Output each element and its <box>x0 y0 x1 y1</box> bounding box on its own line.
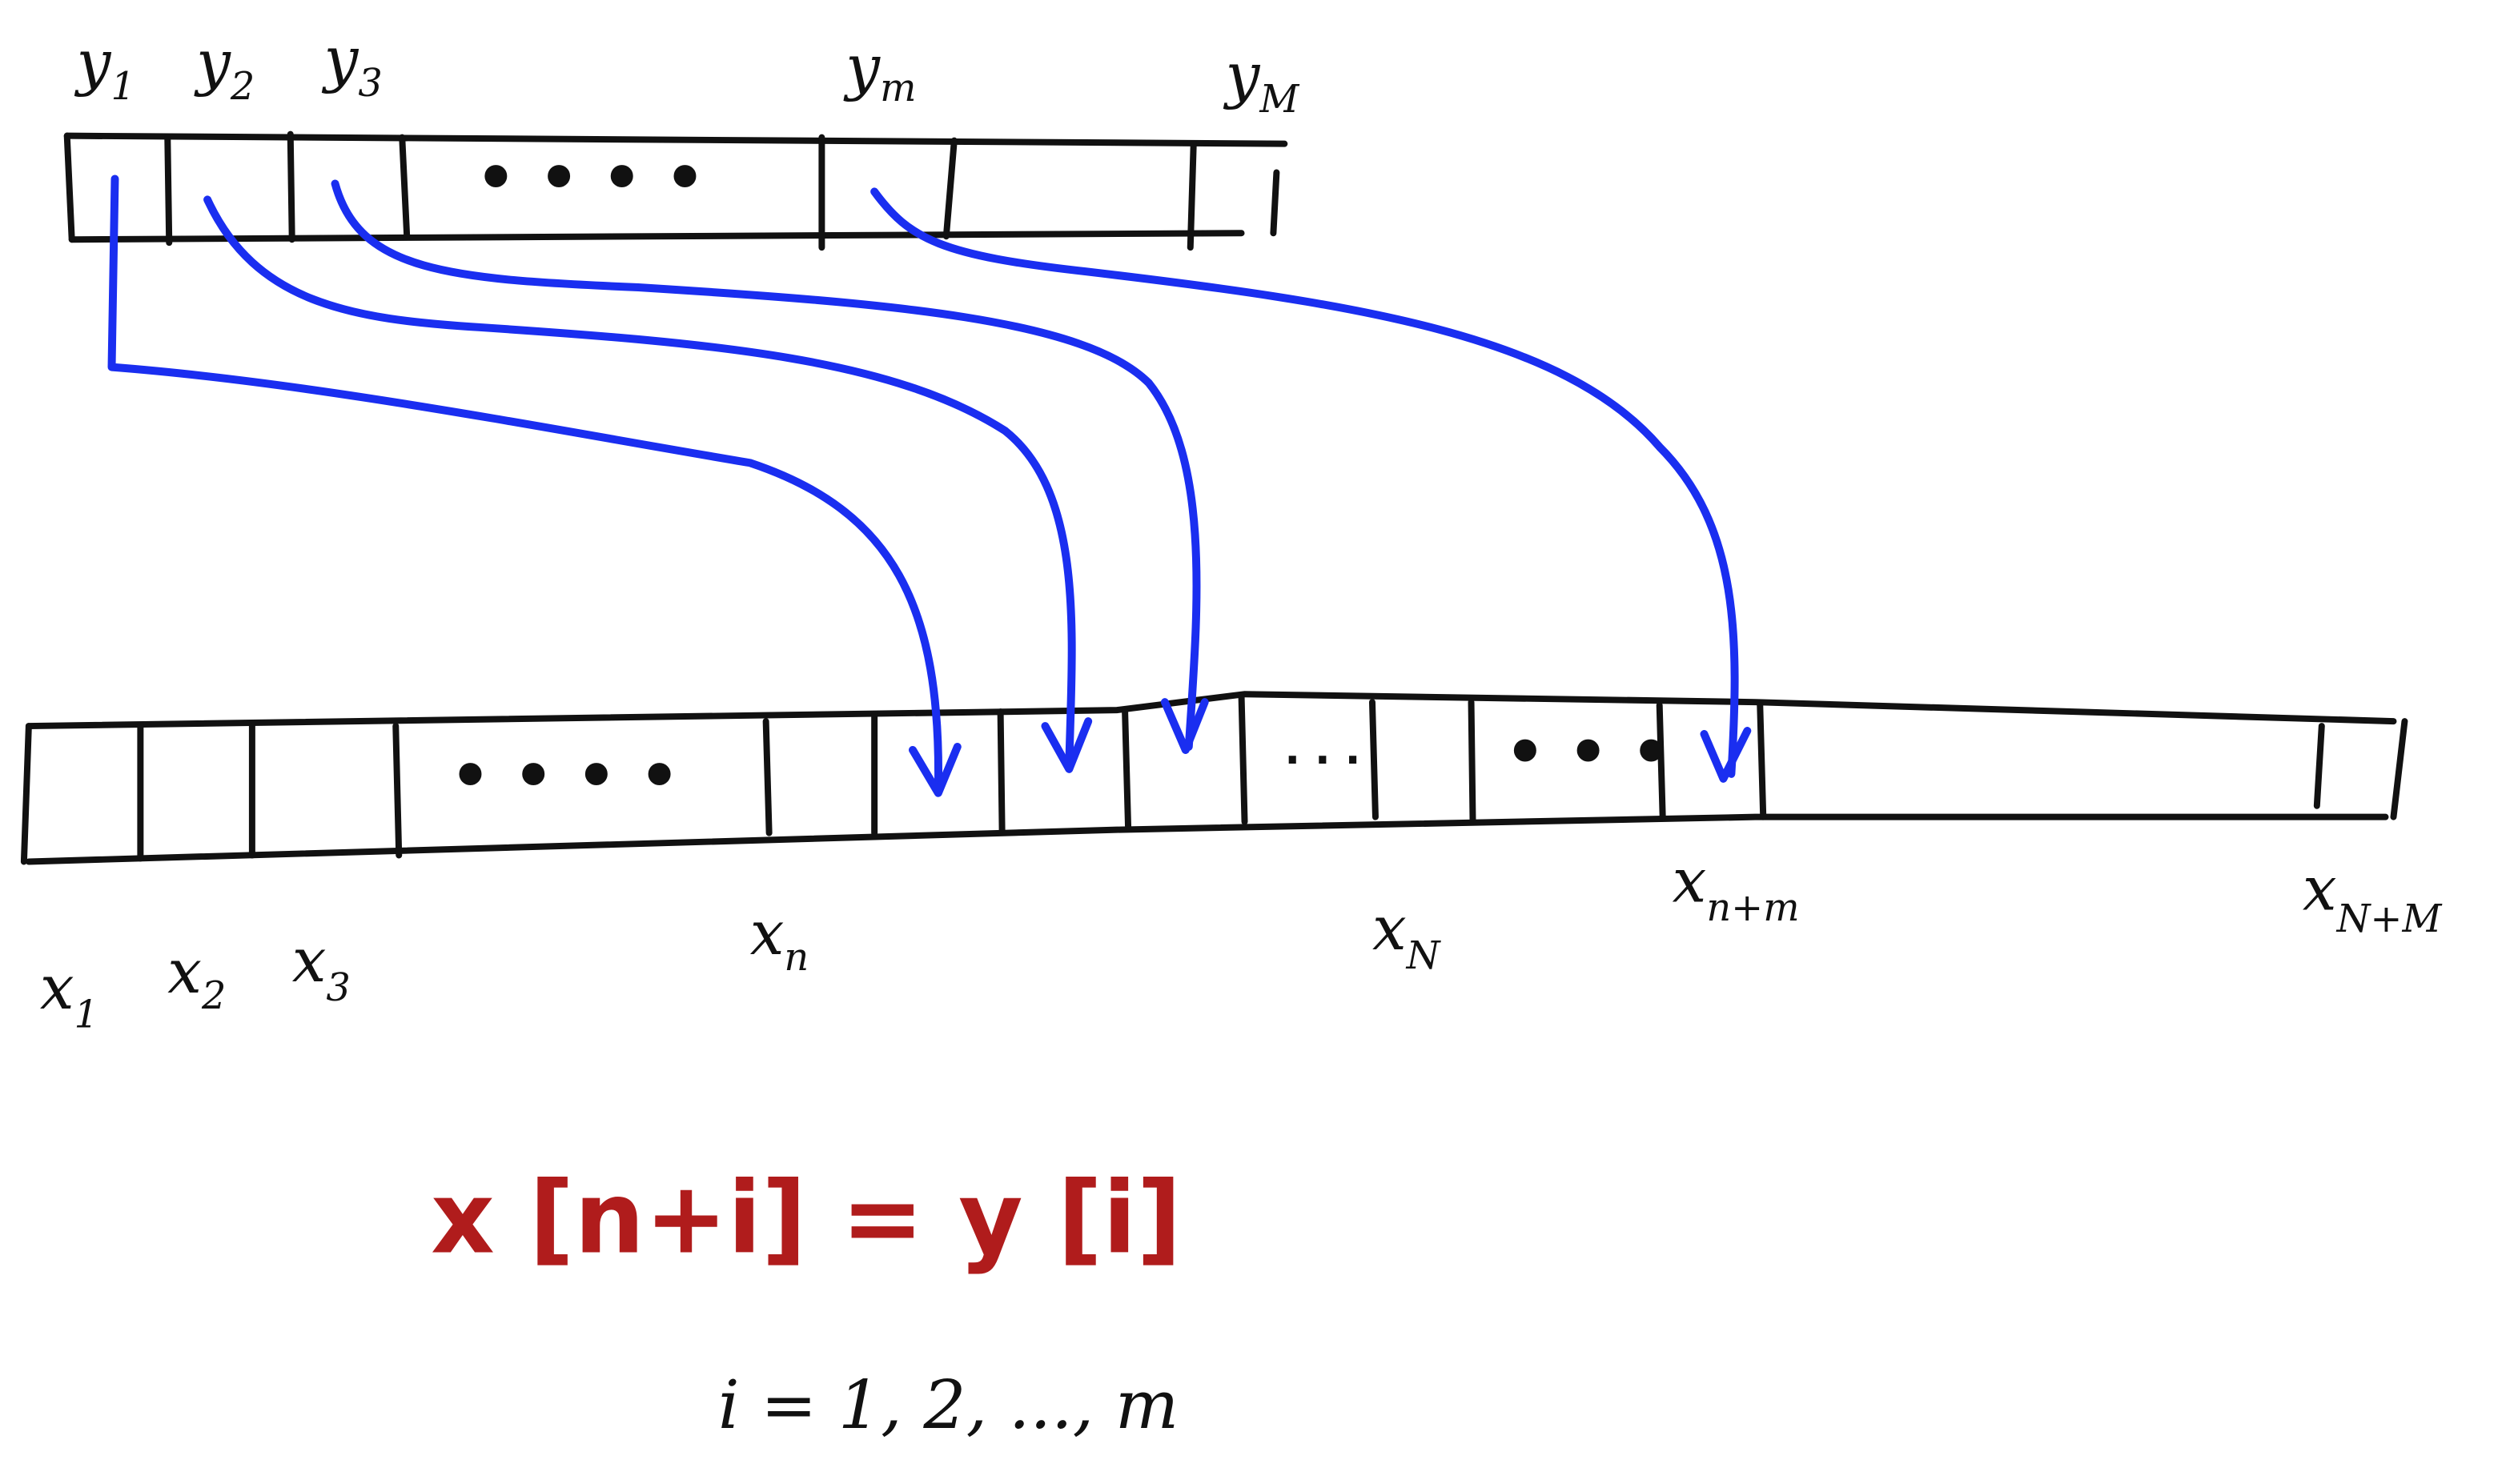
array-y-divider <box>63 130 1280 251</box>
arrow-head-icon <box>909 742 962 797</box>
array-x-top-edge <box>25 691 2397 730</box>
array-x: • • • • · · · • • • <box>20 691 2408 865</box>
arrow-y3-to-xn3 <box>331 179 1201 751</box>
label-x2: x2 <box>167 937 226 1018</box>
arrow-head-icon <box>1041 717 1093 773</box>
label-ym: ym <box>843 32 916 110</box>
arrow-head-icon <box>1160 698 1209 754</box>
label-x1: x1 <box>40 953 98 1037</box>
label-y2: y2 <box>194 27 255 109</box>
array-y-bottom-edge <box>68 230 1245 243</box>
label-xn: xn <box>750 898 809 980</box>
formula: x [n+i] = y [i] <box>431 1161 1182 1277</box>
arrow-y2-to-xn2 <box>203 195 1076 770</box>
array-x-divider <box>20 692 2408 865</box>
label-xN+M: xN+M <box>2303 853 2443 941</box>
index-range: i = 1, 2, ..., m <box>718 1366 1179 1444</box>
array-y-top-edge <box>63 132 1288 147</box>
label-xN: xN <box>1372 893 1442 978</box>
label-xn+m: xn+m <box>1673 845 1800 930</box>
array-x-ellipsis-small: · · · <box>1284 736 1360 784</box>
array-x-ellipsis-mid: • • • <box>1504 715 1671 789</box>
label-y3: y3 <box>322 24 383 106</box>
arrow-head-icon <box>1700 727 1752 783</box>
label-x3: x3 <box>292 925 351 1010</box>
label-y1: y1 <box>74 27 135 109</box>
array-x-bottom-edge <box>25 813 2389 865</box>
copy-arrows <box>107 174 1752 797</box>
array-y: • • • • <box>63 130 1288 251</box>
label-yM: yM <box>1223 40 1300 122</box>
arrow-y1-to-xn1 <box>107 174 943 794</box>
arrow-ym-to-xnm <box>870 187 1739 778</box>
array-x-ellipsis: • • • • <box>450 739 680 813</box>
array-y-ellipsis: • • • • <box>476 140 705 215</box>
